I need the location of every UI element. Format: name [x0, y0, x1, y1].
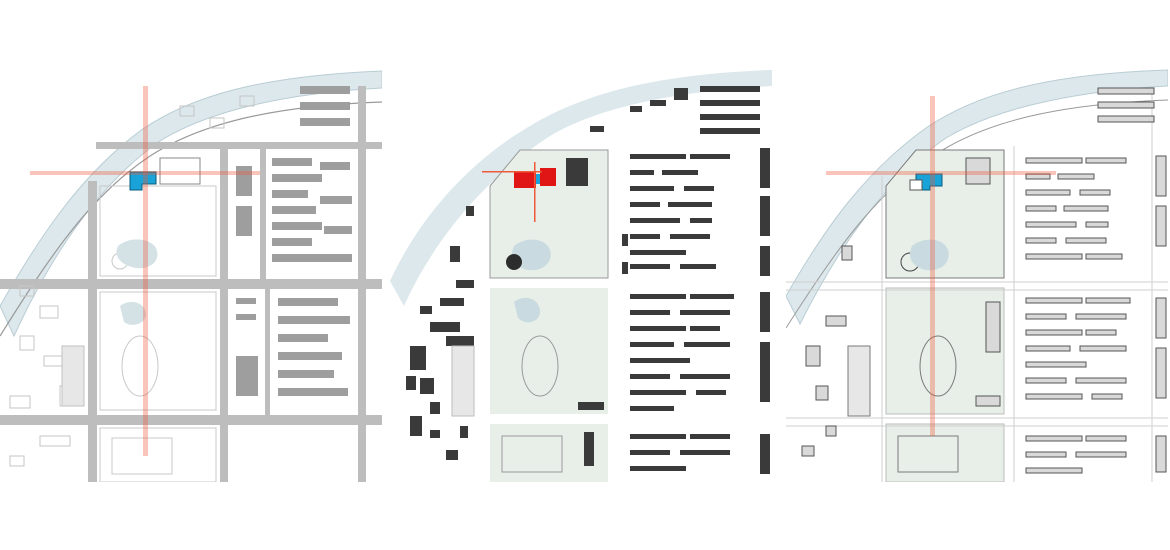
map-svg-outline-plan: [786, 66, 1168, 482]
map-panel-outline-plan: [786, 66, 1168, 482]
building-figure-ground: [578, 86, 770, 474]
sports-field-grid: [847, 345, 871, 417]
axis-vertical: [930, 96, 935, 436]
axis-vertical: [143, 86, 148, 456]
building-outlines: [801, 87, 1167, 474]
site-building: [129, 157, 201, 191]
axis-horizontal: [482, 171, 542, 173]
axis-horizontal: [826, 171, 1056, 175]
highlighted-buildings: [514, 168, 556, 188]
road-lines: [786, 86, 1168, 482]
site-marker: [536, 174, 540, 184]
west-buildings: [406, 206, 474, 460]
map-svg-figure-ground: [390, 66, 772, 482]
map-panel-figure-ground: [390, 66, 772, 482]
sports-field-grid: [61, 345, 85, 407]
building-grid: [236, 86, 352, 396]
pond: [909, 239, 949, 271]
axis-horizontal: [30, 171, 260, 175]
campus-outlines: [99, 185, 217, 482]
site-building: [909, 173, 943, 191]
major-roads: [0, 86, 382, 482]
pond: [116, 239, 158, 269]
river: [0, 70, 382, 338]
existing-building: [566, 158, 588, 186]
river-bank: [0, 101, 382, 337]
river: [390, 70, 772, 306]
sports-field-grid: [451, 345, 475, 417]
map-panel-road-network: [0, 66, 382, 482]
pond-2: [120, 301, 146, 325]
axis-vertical: [534, 162, 536, 222]
map-svg-road-network: [0, 66, 382, 482]
pond-2: [514, 297, 540, 323]
round-building: [506, 254, 522, 270]
